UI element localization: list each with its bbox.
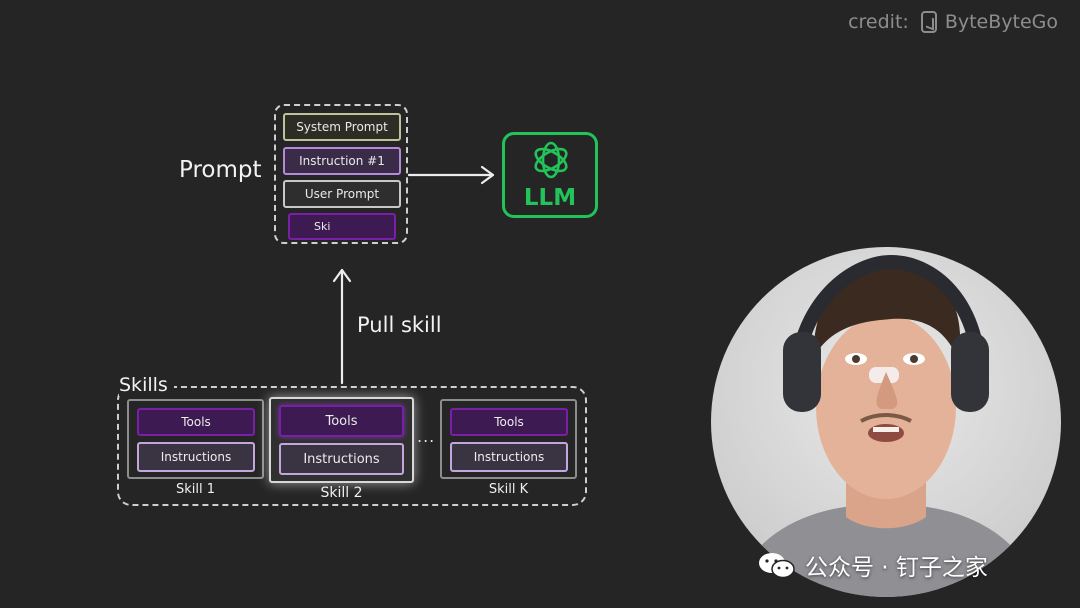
bytebytego-logo-icon xyxy=(920,11,937,33)
skill-1-tools-box: Tools xyxy=(137,408,255,436)
skills-label: Skills xyxy=(119,374,174,396)
skill-loading-box: Ski xyxy=(288,213,396,240)
credit-brand: ByteByteGo xyxy=(944,11,1058,33)
skill-card-k: Tools Instructions xyxy=(440,399,577,479)
openai-logo-icon xyxy=(534,141,568,179)
skill-2-instructions-box: Instructions xyxy=(279,443,404,475)
skill-card-2-highlighted: Tools Instructions xyxy=(269,397,414,483)
skills-group xyxy=(117,386,587,506)
wechat-icon xyxy=(759,553,795,579)
watermark-text: 公众号 · 钉子之家 xyxy=(805,555,988,581)
prompt-to-llm-arrow xyxy=(407,165,495,185)
llm-box: LLM xyxy=(502,132,598,218)
skill-k-caption: Skill K xyxy=(488,482,529,497)
skill-k-instructions-box: Instructions xyxy=(450,442,568,472)
skill-card-1: Tools Instructions xyxy=(127,399,264,479)
skill-1-caption: Skill 1 xyxy=(175,482,216,497)
skills-ellipsis: ... xyxy=(417,427,436,446)
skill-k-tools-box: Tools xyxy=(450,408,568,436)
skill-2-caption: Skill 2 xyxy=(320,485,363,501)
prompt-group: System Prompt Instruction #1 User Prompt… xyxy=(274,104,408,244)
presenter-portrait-image xyxy=(731,254,1041,597)
llm-label: LLM xyxy=(523,185,577,211)
skill-1-instructions-box: Instructions xyxy=(137,442,255,472)
credit-prefix: credit: xyxy=(848,11,909,33)
presenter-webcam xyxy=(711,247,1061,597)
system-prompt-box: System Prompt xyxy=(283,113,401,141)
instruction-box: Instruction #1 xyxy=(283,147,401,175)
skill-2-tools-box: Tools xyxy=(279,405,404,437)
credit: credit: ByteByteGo xyxy=(848,11,1058,33)
pull-skill-label: Pull skill xyxy=(357,313,442,337)
wechat-watermark: 公众号 · 钉子之家 xyxy=(757,548,988,582)
pull-skill-arrow xyxy=(332,268,352,385)
user-prompt-box: User Prompt xyxy=(283,180,401,208)
prompt-label: Prompt xyxy=(179,157,262,183)
